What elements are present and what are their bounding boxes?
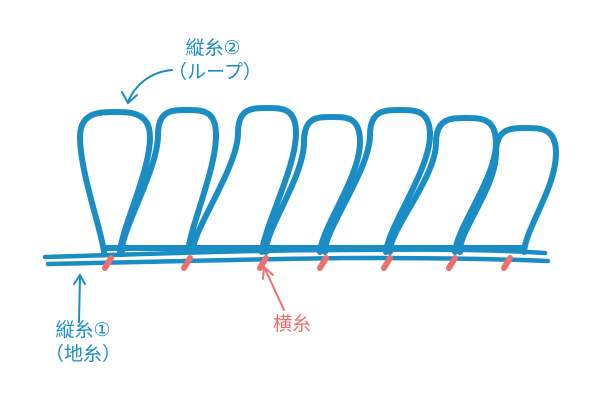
pile-loop [262, 114, 363, 255]
weft-thread-mark [257, 255, 269, 271]
pile-warp-label-line1: 縦糸② [185, 37, 241, 59]
weft-arrow [264, 268, 285, 311]
ground-warp-arrowhead [73, 273, 86, 285]
ground-warp-label-line1: 縦糸① [55, 319, 111, 341]
weft-arrowhead [262, 264, 274, 280]
weft-label: 横糸 [272, 313, 311, 335]
pile-loop [457, 125, 559, 255]
weft-thread-mark [181, 255, 193, 271]
ground-warp-thread-upper [42, 247, 548, 260]
ground-warp-arrow [78, 275, 81, 323]
weft-thread-mark [381, 255, 393, 271]
pile-warp-label: 縦糸② （ループ） [168, 36, 262, 84]
pile-loop [190, 105, 299, 255]
pile-warp-arrow [127, 69, 173, 103]
weft-thread-mark [501, 255, 513, 271]
ground-warp-label-line2: （地糸） [44, 343, 121, 365]
pile-loop [118, 107, 219, 255]
weft-thread-mark [317, 255, 329, 271]
weft-thread-mark [102, 255, 114, 271]
pile-loop [322, 107, 433, 255]
pile-warp-label-line2: （ループ） [168, 61, 262, 83]
weft-thread-mark [446, 255, 458, 271]
pile-loop [77, 109, 153, 255]
pile-warp-arrowhead [121, 91, 138, 105]
ground-warp-label: 縦糸① （地糸） [38, 318, 128, 366]
pile-loop [387, 115, 499, 255]
ground-warp-thread-lower [45, 255, 551, 267]
